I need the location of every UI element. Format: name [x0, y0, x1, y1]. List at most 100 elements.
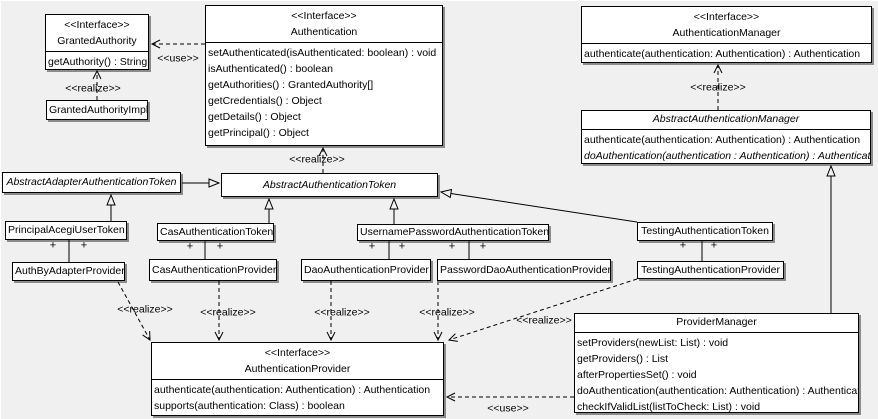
label-realize-abstract-token: <<realize>>	[289, 153, 345, 166]
method: getAuthority() : String	[48, 56, 148, 68]
class-granted-authority[interactable]: <<Interface>>GrantedAuthority getAuthorit…	[45, 14, 149, 70]
edge-realize-testing-provider-to-authentication-provider	[447, 278, 638, 342]
class-header: AuthByAdapterProvider	[13, 263, 124, 280]
class-cas-authentication-provider[interactable]: CasAuthenticationProvider	[149, 259, 277, 281]
class-name: Authentication	[290, 26, 358, 38]
class-header: AbstractAuthenticationToken	[222, 174, 437, 196]
class-header: <<Interface>> Authentication	[206, 6, 442, 42]
class-name: AbstractAdapterAuthenticationToken	[6, 176, 177, 188]
class-authentication[interactable]: <<Interface>> Authentication setAuthentica…	[205, 5, 443, 146]
class-header: PasswordDaoAuthenticationProvider	[438, 260, 610, 280]
class-name: TestingAuthenticationToken	[641, 225, 769, 237]
label-realize-dao: <<realize>>	[314, 306, 370, 319]
method: getCredentials() : Object	[208, 95, 322, 107]
mult-cas-right: +	[216, 240, 224, 253]
class-name: PasswordDaoAuthenticationProvider	[440, 263, 610, 276]
class-name: AuthenticationManager	[672, 27, 781, 39]
method: authenticate(authentication: Authenticat…	[154, 384, 431, 396]
class-dao-authentication-provider[interactable]: DaoAuthenticationProvider	[301, 259, 431, 281]
class-name: AbstractAuthenticationManager	[652, 113, 800, 125]
stereotype-label: <<Interface>>	[291, 10, 357, 22]
method: doAuthentication(authentication: Authent…	[577, 385, 858, 397]
class-name: CasAuthenticationToken	[160, 225, 273, 238]
methods-compartment: setProviders(newList: List) : void getPro…	[575, 332, 858, 412]
method: setProviders(newList: List) : void	[577, 337, 729, 349]
class-header: <<Interface>> AuthenticationManager	[582, 7, 871, 43]
class-abstract-authentication-manager[interactable]: AbstractAuthenticationManager authenticat…	[581, 110, 871, 164]
method: doAuthentication(authentication : Authen…	[584, 150, 870, 162]
label-realize-auth-by-adapter: <<realize>>	[117, 303, 173, 316]
mult-up-pwd-right: +	[479, 240, 487, 253]
method: afterPropertiesSet() : void	[577, 369, 697, 381]
class-header: ProviderManager	[575, 314, 858, 332]
method: getProviders() : List	[577, 353, 669, 365]
mult-cas-left: +	[186, 240, 194, 253]
methods-compartment: authenticate(authentication: Authenticat…	[152, 379, 443, 415]
label-realize-password-dao: <<realize>>	[419, 306, 475, 319]
class-name: AbstractAuthenticationToken	[262, 178, 397, 191]
method: authenticate(authentication: Authenticat…	[584, 48, 861, 60]
class-name: UsernamePasswordAuthenticationToken	[360, 226, 548, 238]
method: setAuthenticated(isAuthenticated: boolea…	[208, 47, 437, 59]
mult-principal-right: +	[80, 239, 88, 252]
mult-testing-right: +	[710, 239, 718, 252]
class-header: UsernamePasswordAuthenticationToken	[358, 225, 548, 240]
class-abstract-adapter-authentication-token[interactable]: AbstractAdapterAuthenticationToken	[2, 172, 181, 193]
class-name: GrantedAuthority	[57, 35, 137, 47]
methods-compartment: getAuthority() : String	[46, 51, 148, 69]
label-use-provider-manager: <<use>>	[487, 402, 529, 415]
method: isAuthenticated() : boolean	[208, 63, 333, 75]
class-testing-authentication-provider[interactable]: TestingAuthenticationProvider	[637, 261, 784, 279]
methods-compartment: authenticate(authentication: Authenticat…	[582, 43, 871, 62]
class-header: TestingAuthenticationProvider	[638, 262, 783, 278]
class-name: PrincipalAcegiUserToken	[8, 224, 125, 236]
class-header: DaoAuthenticationProvider	[302, 260, 430, 280]
class-name: AuthenticationProvider	[244, 363, 351, 375]
class-auth-by-adapter-provider[interactable]: AuthByAdapterProvider	[12, 262, 125, 281]
label-use-granted-authority: <<use>>	[157, 52, 199, 65]
label-realize-granted-authority: <<realize>>	[65, 82, 121, 95]
mult-up-dao-left: +	[368, 240, 376, 253]
class-header: PrincipalAcegiUserToken	[6, 222, 126, 239]
class-testing-authentication-token[interactable]: TestingAuthenticationToken	[637, 222, 773, 241]
method: checkIfValidList(listToCheck: List) : vo…	[577, 401, 761, 412]
class-authentication-provider[interactable]: <<Interface>>AuthenticationProvider authe…	[151, 342, 444, 416]
mult-up-pwd-left: +	[448, 240, 456, 253]
method: getAuthorities() : GrantedAuthority[]	[208, 79, 374, 91]
method: getPrincipal() : Object	[208, 127, 309, 139]
class-header: CasAuthenticationProvider	[150, 260, 276, 280]
class-header: CasAuthenticationToken	[158, 224, 273, 240]
stereotype-label: <<Interface>>	[693, 11, 760, 23]
edge-gen-testing-token-to-abstract-token	[439, 188, 638, 223]
class-header: <<Interface>>AuthenticationProvider	[152, 343, 443, 379]
label-realize-cas: <<realize>>	[200, 306, 256, 319]
class-header: AbstractAuthenticationManager	[582, 111, 870, 129]
class-abstract-authentication-token[interactable]: AbstractAuthenticationToken	[221, 173, 438, 197]
class-password-dao-authentication-provider[interactable]: PasswordDaoAuthenticationProvider	[437, 259, 611, 281]
class-username-password-authentication-token[interactable]: UsernamePasswordAuthenticationToken	[357, 224, 549, 241]
class-header: <<Interface>>GrantedAuthority	[46, 15, 148, 51]
mult-up-dao-right: +	[398, 240, 406, 253]
class-header: AbstractAdapterAuthenticationToken	[3, 173, 180, 192]
method: getDetails() : Object	[208, 111, 301, 123]
label-realize-abstract-manager: <<realize>>	[690, 81, 746, 94]
method: supports(authentication: Class) : boolea…	[154, 400, 345, 412]
class-cas-authentication-token[interactable]: CasAuthenticationToken	[157, 223, 274, 241]
class-name: CasAuthenticationProvider	[152, 263, 276, 276]
class-name: AuthByAdapterProvider	[15, 265, 124, 277]
mult-principal-left: +	[49, 239, 57, 252]
class-granted-authority-impl[interactable]: GrantedAuthorityImpl	[46, 100, 148, 120]
methods-compartment: authenticate(authentication: Authenticat…	[582, 129, 870, 163]
class-name: ProviderManager	[676, 316, 757, 328]
class-name: GrantedAuthorityImpl	[49, 103, 147, 116]
method: authenticate(authentication: Authenticat…	[584, 134, 861, 146]
class-name: TestingAuthenticationProvider	[641, 263, 780, 276]
class-authentication-manager[interactable]: <<Interface>> AuthenticationManager authen…	[581, 6, 872, 63]
class-provider-manager[interactable]: ProviderManager setProviders(newList: Lis…	[574, 313, 859, 413]
class-principal-acegi-user-token[interactable]: PrincipalAcegiUserToken	[5, 221, 127, 240]
methods-compartment: setAuthenticated(isAuthenticated: boolea…	[206, 42, 442, 145]
class-name: DaoAuthenticationProvider	[304, 263, 429, 276]
class-header: TestingAuthenticationToken	[638, 223, 772, 240]
